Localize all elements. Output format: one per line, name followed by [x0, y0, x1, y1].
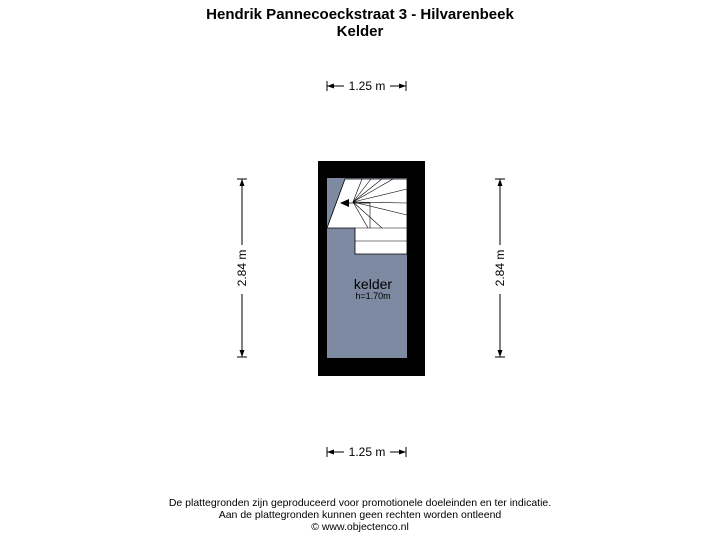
dimension-height-right: 2.84 m — [493, 178, 507, 358]
dimension-height-left: 2.84 m — [235, 178, 249, 358]
dimension-width-bottom-label: 1.25 m — [349, 445, 386, 459]
plan-title-floor: Kelder — [336, 23, 384, 40]
staircase — [326, 178, 408, 255]
dimension-height-right-label: 2.84 m — [493, 250, 507, 287]
dimension-height-left-label: 2.84 m — [235, 250, 249, 287]
disclaimer-line-1: De plattegronden zijn geproduceerd voor … — [168, 497, 552, 509]
dimension-width-top: 1.25 m — [326, 79, 407, 93]
plan-title-address: Hendrik Pannecoeckstraat 3 - Hilvarenbee… — [206, 6, 514, 23]
copyright-line: © www.objectenco.nl — [311, 521, 409, 533]
dimension-width-top-label: 1.25 m — [349, 79, 386, 93]
room-height-note: h=1.70m — [355, 291, 390, 301]
dimension-width-bottom: 1.25 m — [326, 445, 407, 459]
disclaimer-line-2: Aan de plattegronden kunnen geen rechten… — [218, 509, 502, 521]
room-name: kelder — [354, 276, 392, 292]
